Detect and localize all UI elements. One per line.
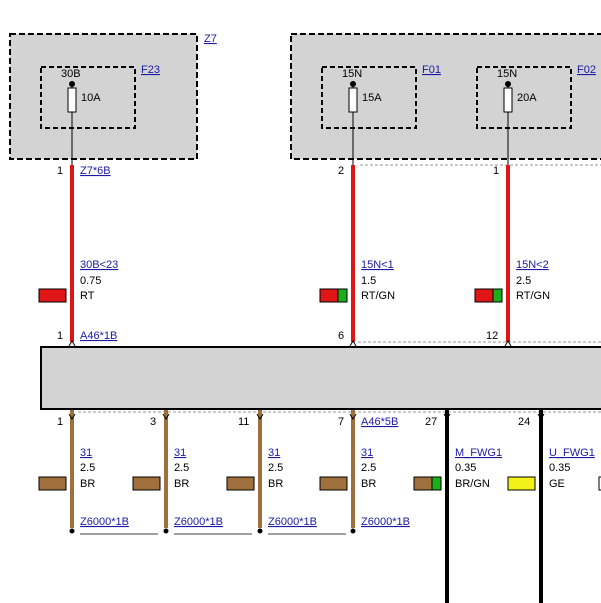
pin-number: 24 <box>518 416 530 428</box>
wire-gauge: 1.5 <box>361 275 376 287</box>
fuse-terminal: 15N <box>342 68 362 80</box>
wire-color-code: BR <box>268 478 283 490</box>
signal-link[interactable]: 15N<1 <box>361 259 394 271</box>
signal-link[interactable]: M_FWG1 <box>455 447 502 459</box>
wire-color-swatch <box>413 476 433 491</box>
signal-link[interactable]: 30B<23 <box>80 259 118 271</box>
bottom-wire-2[interactable]: 11 31 2.5 BR Z6000*1B <box>226 410 346 535</box>
splice-dot-icon <box>163 528 169 534</box>
z7-module-box-right <box>290 33 601 160</box>
signal-link[interactable]: U_FWG1 <box>549 447 595 459</box>
wire-color-swatch <box>38 476 67 491</box>
signal-link[interactable]: 31 <box>174 447 186 459</box>
wire-gauge: 2.5 <box>80 462 95 474</box>
wire-color-code: RT/GN <box>516 290 550 302</box>
wire-gauge: 2.5 <box>361 462 376 474</box>
pin-number: 11 <box>238 416 249 428</box>
wire-color-code: BR/GN <box>455 478 490 490</box>
fuse-rating: 10A <box>81 92 101 104</box>
wire-color-code: BR <box>80 478 95 490</box>
pin-number: 1 <box>57 416 63 428</box>
wire-color-code: GE <box>549 478 565 490</box>
connector-link[interactable]: Z6000*1B <box>80 516 129 528</box>
wire-color-code: BR <box>361 478 376 490</box>
wire-color-swatch <box>507 476 536 491</box>
connector-link[interactable]: Z6000*1B <box>174 516 223 528</box>
fuse-icon <box>503 87 513 113</box>
wire-gauge: 2.5 <box>268 462 283 474</box>
pin-number: 6 <box>338 330 344 342</box>
wire-color-swatch-clipped <box>598 476 601 491</box>
fuse-f02[interactable]: F02 15N 20A <box>476 64 596 165</box>
top-wire-2[interactable]: 1 15N<2 2.5 RT/GN 12 <box>474 165 550 342</box>
splice-dot-icon <box>350 528 356 534</box>
fuse-f23[interactable]: F23 30B 10A <box>40 64 160 165</box>
connector-link[interactable]: Z6000*1B <box>268 516 317 528</box>
signal-link[interactable]: 15N<2 <box>516 259 549 271</box>
wire-color-swatch <box>132 476 161 491</box>
fuse-rating: 15A <box>362 92 382 104</box>
wire-color-swatch-stripe <box>492 288 503 303</box>
wire-gauge: 2.5 <box>174 462 189 474</box>
bottom-wire-0[interactable]: 1 31 2.5 BR Z6000*1B <box>38 410 158 535</box>
pin-number: 1 <box>493 165 499 177</box>
signal-link[interactable]: 31 <box>361 447 373 459</box>
wire-color-swatch <box>319 288 339 303</box>
wire-color-code: BR <box>174 478 189 490</box>
wire-color-swatch-stripe <box>431 476 442 491</box>
wire-color-swatch <box>474 288 494 303</box>
wire-gauge: 2.5 <box>516 275 531 287</box>
fuse-icon <box>67 87 77 113</box>
fuse-id[interactable]: F02 <box>577 64 596 76</box>
wire-color-swatch-stripe <box>337 288 348 303</box>
fuse-terminal: 15N <box>497 68 517 80</box>
fuse-id[interactable]: F23 <box>141 64 160 76</box>
wire-gauge: 0.75 <box>80 275 101 287</box>
top-wire-1[interactable]: 2 15N<1 1.5 RT/GN 6 <box>319 165 395 342</box>
z7-module-label[interactable]: Z7 <box>204 33 217 45</box>
signal-link[interactable]: 31 <box>80 447 92 459</box>
connector-link[interactable]: Z7*6B <box>80 165 111 177</box>
bottom-wire-3[interactable]: 7 A46*5B 31 2.5 BR Z6000*1B <box>319 410 410 534</box>
pin-number: 1 <box>57 165 63 177</box>
z7-module-box <box>9 33 198 160</box>
pin-number: 7 <box>338 416 344 428</box>
wire-gauge: 0.35 <box>549 462 570 474</box>
a46-bottom-connector-label[interactable]: A46*5B <box>361 416 398 428</box>
wire-color-swatch <box>38 288 67 303</box>
connector-link[interactable]: Z6000*1B <box>361 516 410 528</box>
wire-color-code: RT <box>80 290 95 302</box>
pin-number: 3 <box>150 416 156 428</box>
bottom-wire-5[interactable]: 24 U_FWG1 0.35 GE <box>507 410 595 603</box>
wire-color-swatch <box>319 476 348 491</box>
fuse-f01[interactable]: F01 15N 15A <box>321 64 441 165</box>
splice-dot-icon <box>257 528 263 534</box>
bottom-wire-4[interactable]: 27 M_FWG1 0.35 BR/GN <box>413 410 502 603</box>
pin-number: 1 <box>57 330 63 342</box>
fuse-id[interactable]: F01 <box>422 64 441 76</box>
wire-color-swatch <box>226 476 255 491</box>
signal-link[interactable]: 31 <box>268 447 280 459</box>
pin-number: 12 <box>486 330 498 342</box>
splice-dot-icon <box>69 528 75 534</box>
wire-gauge: 0.35 <box>455 462 476 474</box>
a46-module-label[interactable]: A46*1B <box>80 330 117 342</box>
a46-module-box <box>40 346 601 410</box>
top-wire-0[interactable]: 1 Z7*6B 30B<23 0.75 RT 1 A46*1B <box>38 165 118 342</box>
fuse-icon <box>348 87 358 113</box>
pin-number: 27 <box>425 416 437 428</box>
wire-color-code: RT/GN <box>361 290 395 302</box>
fuse-terminal: 30B <box>61 68 81 80</box>
pin-number: 2 <box>338 165 344 177</box>
fuse-rating: 20A <box>517 92 537 104</box>
bottom-wire-1[interactable]: 3 31 2.5 BR Z6000*1B <box>132 410 252 535</box>
